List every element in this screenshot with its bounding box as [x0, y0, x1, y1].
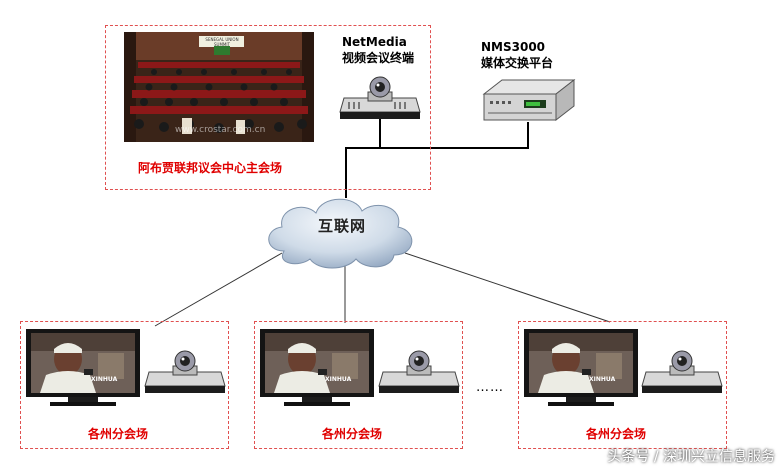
branch-monitor	[260, 329, 374, 406]
main-terminal-device	[339, 76, 421, 119]
branch-terminal-device	[144, 350, 226, 393]
internet-cloud	[268, 198, 413, 269]
branch-site-box	[20, 321, 229, 449]
main-terminal-label: NetMedia 视频会议终端	[342, 34, 414, 66]
link-terminal-to-platform	[379, 118, 529, 149]
platform-label: NMS3000 媒体交换平台	[481, 39, 553, 71]
main-site-box	[105, 25, 431, 190]
branch-site-label: 各州分会场	[88, 427, 149, 441]
branch-site-label: 各州分会场	[586, 427, 647, 441]
main-site-banner-text: SENEGAL UNION SUMMIT	[205, 37, 239, 47]
more-branches-ellipsis: ……	[476, 380, 504, 395]
main-site-label: 阿布贾联邦议会中心主会场	[138, 161, 283, 175]
link-bus-to-cloud	[345, 147, 380, 198]
screen-logo: XINHUA	[325, 376, 352, 383]
link-cloud-to-branch-3	[404, 252, 611, 323]
main-terminal-name: NetMedia	[342, 35, 407, 49]
platform-name: NMS3000	[481, 40, 546, 54]
cloud-label: 互联网	[318, 217, 367, 235]
screen-logo: XINHUA	[589, 376, 616, 383]
branch-terminal-device	[378, 350, 460, 393]
branch-monitor	[524, 329, 638, 406]
branch-terminal-device	[641, 350, 723, 393]
branch-site-box	[518, 321, 727, 449]
page-watermark: 头条号 / 深圳兴立信息服务	[607, 449, 775, 465]
platform-server-device	[482, 78, 576, 122]
photo-watermark: www.crostar.com.cn	[175, 125, 266, 135]
main-terminal-desc: 视频会议终端	[342, 51, 415, 65]
branch-site-box	[254, 321, 463, 449]
platform-desc: 媒体交换平台	[481, 56, 554, 70]
branch-site-label: 各州分会场	[322, 427, 383, 441]
main-site-photo	[124, 32, 314, 142]
link-cloud-to-branch-1	[154, 252, 283, 327]
branch-monitor	[26, 329, 140, 406]
screen-logo: XINHUA	[91, 376, 118, 383]
